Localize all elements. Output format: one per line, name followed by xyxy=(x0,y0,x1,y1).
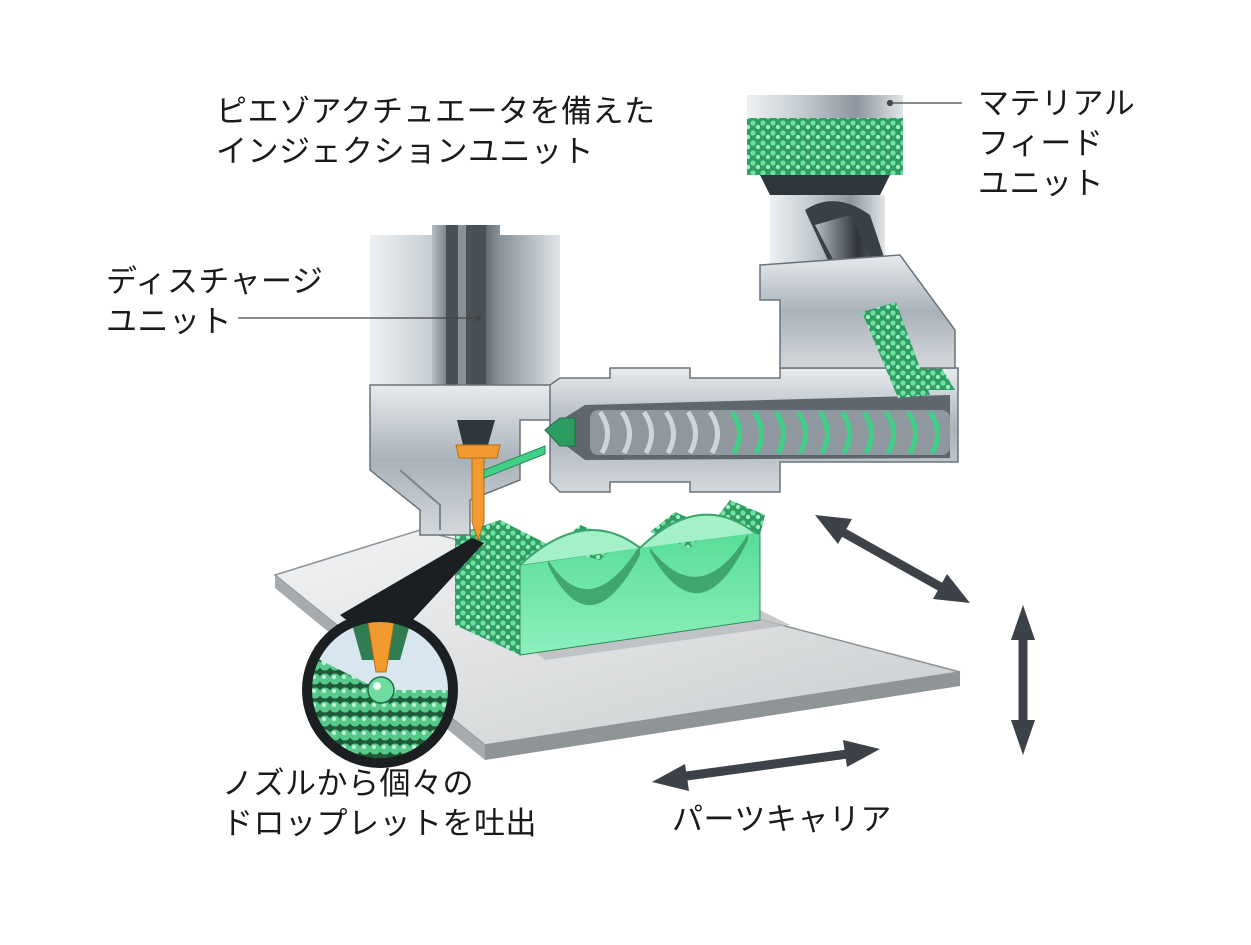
screw-flight xyxy=(905,410,918,455)
screw-flight xyxy=(927,410,940,455)
droplet-magnifier xyxy=(302,538,484,768)
screw-flights xyxy=(597,410,940,455)
screw-flight xyxy=(795,410,808,455)
screw-flight xyxy=(619,410,632,455)
screw-flight xyxy=(729,410,742,455)
motion-arrows xyxy=(652,515,1035,791)
label-material-feed-line2: フィード xyxy=(978,126,1104,162)
screw-flight xyxy=(707,410,720,455)
label-injection-unit: ピエゾアクチュエータを備えた インジェクションユニット xyxy=(216,92,655,172)
screw-flight xyxy=(839,410,852,455)
label-material-feed-unit: マテリアル フィード ユニット xyxy=(978,84,1135,204)
screw-flight xyxy=(641,410,654,455)
label-discharge-unit: ディスチャージ ユニット xyxy=(106,262,323,342)
label-material-feed-line1: マテリアル xyxy=(978,86,1136,122)
screw-flight xyxy=(597,410,610,455)
nozzle xyxy=(455,444,546,542)
screw-flight xyxy=(751,410,764,455)
label-injection-unit-line2: インジェクションユニット xyxy=(216,134,594,170)
material-feed-unit xyxy=(747,95,956,398)
diagonal-motion-arrow xyxy=(815,515,970,603)
label-material-feed-line3: ユニット xyxy=(978,166,1104,202)
label-part-carrier: パーツキャリア xyxy=(672,800,892,840)
label-discharge-unit-line1: ディスチャージ xyxy=(106,264,324,300)
leader-lines xyxy=(238,99,962,322)
label-part-carrier-text: パーツキャリア xyxy=(672,802,892,838)
screw-flight xyxy=(773,410,786,455)
screw-flight xyxy=(883,410,896,455)
label-nozzle-droplets: ノズルから個々の ドロップレットを吐出 xyxy=(222,764,537,844)
label-nozzle-droplets-line2: ドロップレットを吐出 xyxy=(222,806,537,842)
horizontal-motion-arrow xyxy=(652,740,880,791)
label-nozzle-droplets-line1: ノズルから個々の xyxy=(222,766,474,802)
label-injection-unit-line1: ピエゾアクチュエータを備えた xyxy=(216,94,656,130)
screw-flight xyxy=(861,410,874,455)
vertical-motion-arrow xyxy=(1011,605,1035,755)
discharge-unit xyxy=(369,225,561,536)
screw-flight xyxy=(817,410,830,455)
injection-unit xyxy=(544,300,959,493)
screw-flight xyxy=(663,410,676,455)
screw-flight xyxy=(685,410,698,455)
label-discharge-unit-line2: ユニット xyxy=(106,304,232,340)
